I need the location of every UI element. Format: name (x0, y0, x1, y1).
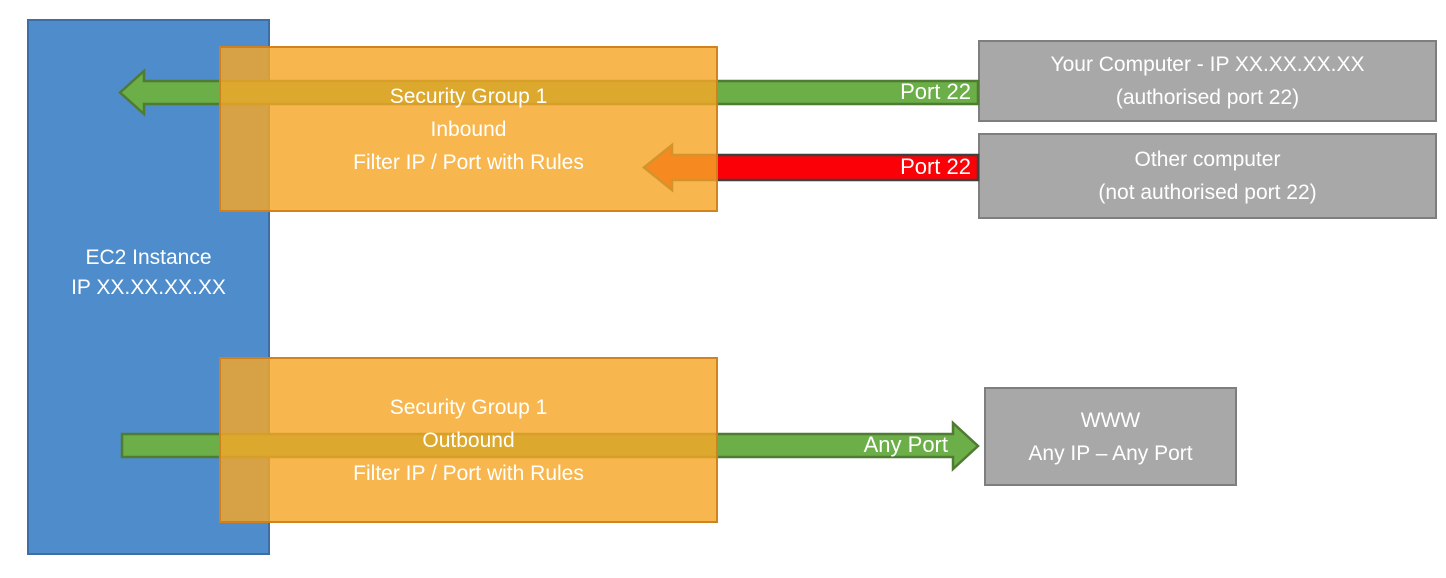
outbound-port-label: Any Port (863, 432, 948, 457)
ec2-instance-title: EC2 Instance (85, 246, 212, 269)
sg-outbound-title: Security Group 1 (389, 395, 548, 419)
inbound-blocked-port-label: Port 22 (900, 154, 971, 179)
security-group-inbound-box: Security Group 1 Inbound Filter IP / Por… (219, 46, 718, 212)
your-computer-title: Your Computer - IP XX.XX.XX.XX (1050, 53, 1365, 76)
ec2-instance-label: EC2 Instance IP XX.XX.XX.XX (27, 243, 270, 303)
www-box: WWW Any IP – Any Port (984, 387, 1237, 486)
www-title: WWW (1080, 408, 1141, 432)
security-group-outbound-box: Security Group 1 Outbound Filter IP / Po… (219, 357, 718, 523)
www-note: Any IP – Any Port (1028, 441, 1193, 465)
ec2-instance-ip: IP XX.XX.XX.XX (71, 276, 226, 299)
other-computer-title: Other computer (1134, 148, 1281, 171)
sg-inbound-description: Filter IP / Port with Rules (353, 150, 584, 174)
other-computer-note: (not authorised port 22) (1098, 181, 1317, 204)
your-computer-note: (authorised port 22) (1115, 86, 1300, 109)
sg-inbound-direction: Inbound (430, 117, 507, 141)
sg-outbound-direction: Outbound (422, 428, 515, 452)
sg-outbound-description: Filter IP / Port with Rules (353, 461, 584, 485)
other-computer-box: Other computer (not authorised port 22) (978, 133, 1437, 219)
sg-inbound-title: Security Group 1 (389, 84, 548, 108)
inbound-allowed-port-label: Port 22 (900, 79, 971, 104)
your-computer-box: Your Computer - IP XX.XX.XX.XX (authoris… (978, 40, 1437, 122)
